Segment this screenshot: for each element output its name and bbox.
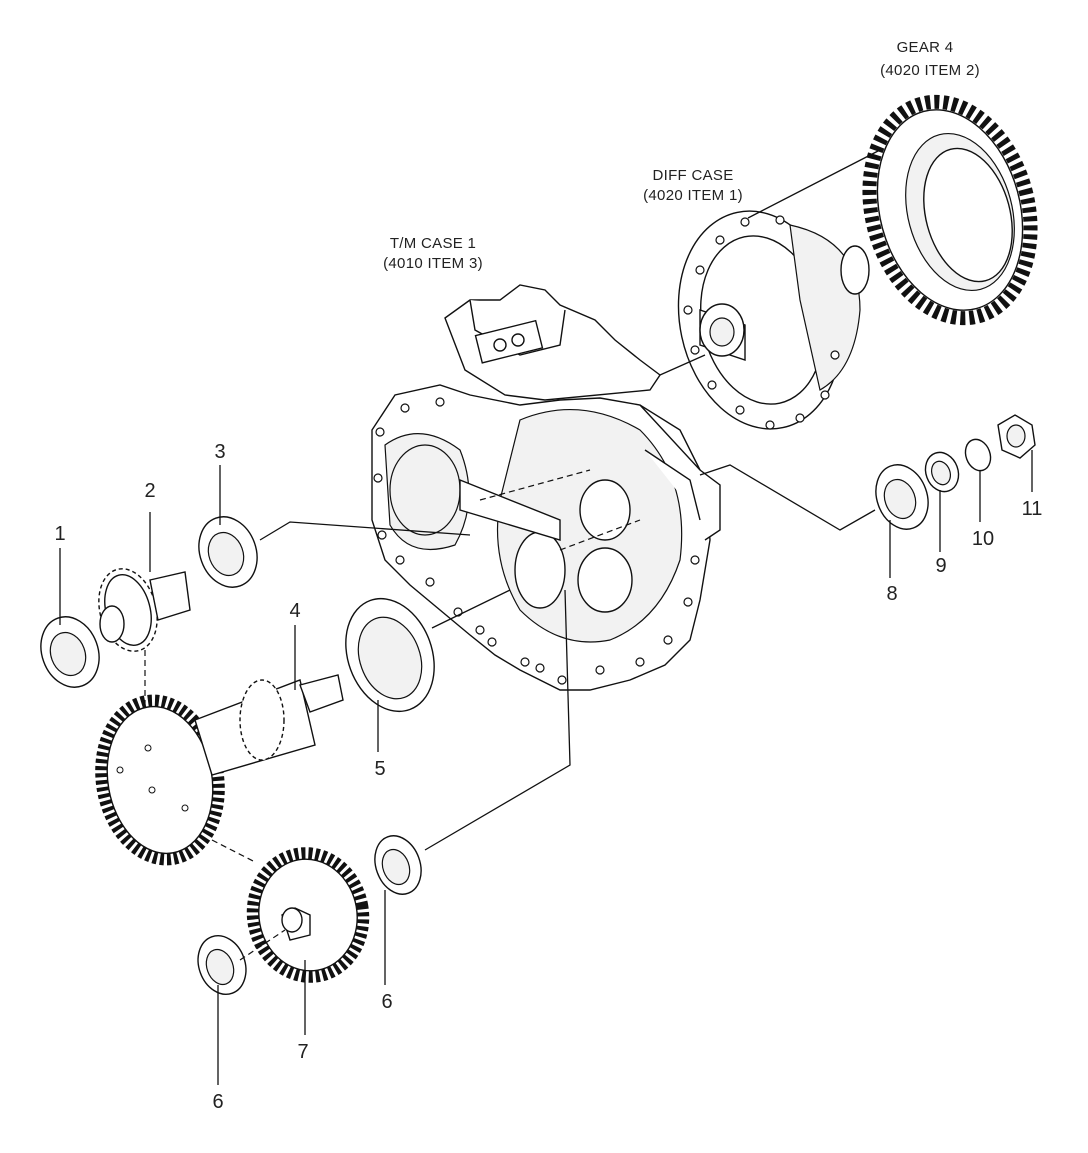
part-number-6-lower: 6 bbox=[212, 1091, 223, 1113]
tm-case-label-name: T/M CASE 1 bbox=[390, 235, 476, 252]
part-number-2: 2 bbox=[144, 480, 155, 502]
part-3-bearing bbox=[198, 516, 258, 588]
part-4-gear-shaft bbox=[95, 674, 344, 866]
part-6-bearing-lower bbox=[197, 935, 247, 995]
gear-4-label-name: GEAR 4 bbox=[897, 39, 954, 56]
part-number-8: 8 bbox=[886, 583, 897, 605]
part-numbers: 1 2 3 4 5 6 6 7 8 9 10 11 bbox=[54, 441, 1042, 1113]
part-9-seal bbox=[924, 451, 960, 493]
part-number-7: 7 bbox=[297, 1041, 308, 1063]
part-number-5: 5 bbox=[374, 758, 385, 780]
part-number-4: 4 bbox=[289, 600, 300, 622]
tm-case-housing bbox=[371, 284, 721, 691]
diff-case bbox=[677, 210, 870, 430]
part-5-oil-seal bbox=[345, 597, 435, 713]
tm-case-label-ref: (4010 ITEM 3) bbox=[383, 255, 483, 272]
part-number-3: 3 bbox=[214, 441, 225, 463]
gear-4-ring-gear bbox=[862, 94, 1038, 326]
part-8-bearing bbox=[875, 464, 929, 530]
part-10-o-ring bbox=[964, 438, 992, 472]
assembly-labels: T/M CASE 1 (4010 ITEM 3) DIFF CASE (4020… bbox=[383, 39, 980, 272]
gear-4-label-ref: (4020 ITEM 2) bbox=[880, 62, 980, 79]
part-11-nut bbox=[997, 414, 1036, 459]
part-6-bearing-upper bbox=[374, 835, 422, 895]
part-number-10: 10 bbox=[972, 528, 994, 550]
part-1-bearing bbox=[40, 616, 100, 688]
diff-case-label-ref: (4020 ITEM 1) bbox=[643, 187, 743, 204]
part-number-1: 1 bbox=[54, 523, 65, 545]
part-2-pinion-gear bbox=[98, 568, 191, 652]
part-7-idler-gear bbox=[246, 847, 370, 983]
leader-lines bbox=[59, 149, 1033, 1085]
part-number-6-upper: 6 bbox=[381, 991, 392, 1013]
part-number-9: 9 bbox=[935, 555, 946, 577]
part-number-11: 11 bbox=[1022, 498, 1043, 520]
diff-case-label-name: DIFF CASE bbox=[652, 167, 733, 184]
